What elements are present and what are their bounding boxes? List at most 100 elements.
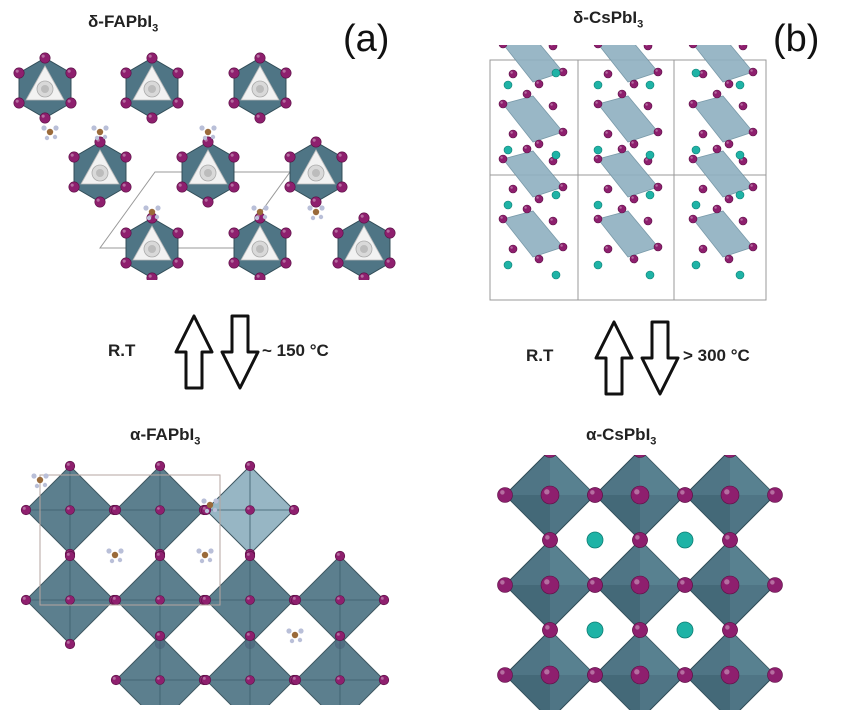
nitrogen-atom xyxy=(298,628,304,634)
hydrogen-atom xyxy=(52,134,58,140)
iodide-atom xyxy=(653,67,663,77)
cesium-atom xyxy=(676,621,694,639)
iodide-atom xyxy=(722,532,738,548)
lead-iodide-center xyxy=(155,595,165,605)
nitrogen-atom xyxy=(307,205,313,211)
iodide-atom xyxy=(110,504,122,516)
panel-b-tag: (b) xyxy=(773,18,820,60)
iodide-atom xyxy=(767,667,783,683)
cesium-atom xyxy=(503,80,513,90)
iodide-atom xyxy=(498,214,508,224)
hydrogen-atom xyxy=(204,508,210,514)
cesium-atom xyxy=(735,80,745,90)
cesium-atom xyxy=(551,190,561,200)
iodide-atom xyxy=(310,196,322,208)
iodide-atom xyxy=(254,272,266,280)
cesium-atom xyxy=(645,80,655,90)
lead-iodide-center xyxy=(335,675,345,685)
iodide-atom xyxy=(334,630,346,642)
iodide-atom xyxy=(120,67,132,79)
iodide-atom xyxy=(200,594,212,606)
iodide-atom xyxy=(724,455,736,458)
iodide-atom xyxy=(244,460,256,472)
iodide-atom xyxy=(748,182,758,192)
iodide-atom xyxy=(110,674,122,686)
hydrogen-atom xyxy=(318,214,324,220)
iodide-atom xyxy=(146,52,158,64)
iodide-atom xyxy=(632,622,648,638)
iodide-atom xyxy=(497,487,513,503)
iodide-atom xyxy=(698,244,708,254)
iodide-atom xyxy=(176,181,188,193)
iodide-atom xyxy=(724,254,734,264)
iodide-atom xyxy=(629,194,639,204)
iodide-atom xyxy=(120,151,132,163)
subscript-3: 3 xyxy=(650,435,657,448)
carbon-atom xyxy=(46,128,54,136)
cesium-atom xyxy=(503,145,513,155)
delta-cspbi3-title: δ-CsPbI3 xyxy=(573,8,644,31)
iodide-atom xyxy=(172,67,184,79)
carbon-atom xyxy=(312,208,320,216)
nitrogen-atom xyxy=(31,473,37,479)
nitrogen-atom xyxy=(201,498,207,504)
iodide-atom xyxy=(522,89,532,99)
carbon-atom xyxy=(256,208,264,216)
iodide-atom xyxy=(498,154,508,164)
iodide-atom xyxy=(748,67,758,77)
cesium-atom xyxy=(586,621,604,639)
iodide-atom xyxy=(498,45,508,49)
iodide-atom xyxy=(593,45,603,49)
iodide-atom xyxy=(634,455,646,458)
iodide-atom xyxy=(587,667,603,683)
iodide-atom xyxy=(228,151,240,163)
iodide-atom xyxy=(384,257,396,269)
cesium-atom xyxy=(645,190,655,200)
hydrogen-atom xyxy=(42,482,48,488)
iodide-atom xyxy=(358,212,370,224)
lead-iodide-center xyxy=(540,575,560,595)
cesium-atom xyxy=(586,531,604,549)
iodide-atom xyxy=(64,460,76,472)
iodide-atom xyxy=(280,257,292,269)
lead-iodide-center xyxy=(245,595,255,605)
cesium-atom xyxy=(593,260,603,270)
iodide-atom xyxy=(698,129,708,139)
iodide-atom xyxy=(358,272,370,280)
iodide-atom xyxy=(65,97,77,109)
lead-iodide-center xyxy=(540,485,560,505)
iodide-atom xyxy=(68,151,80,163)
iodide-atom xyxy=(629,254,639,264)
cs-reverse-condition: > 300 °C xyxy=(683,346,750,365)
delta-cspbi3-structure xyxy=(489,45,767,301)
iodide-atom xyxy=(497,667,513,683)
iodide-atom xyxy=(767,577,783,593)
iodide-atom xyxy=(544,455,556,458)
cesium-atom xyxy=(691,145,701,155)
iodide-atom xyxy=(712,144,722,154)
iodide-atom xyxy=(712,89,722,99)
carbon-atom xyxy=(206,501,214,509)
hydrogen-atom xyxy=(102,134,108,140)
hydrogen-atom xyxy=(202,135,208,141)
lead-iodide-center xyxy=(245,505,255,515)
iodide-atom xyxy=(632,532,648,548)
hydrogen-atom xyxy=(297,637,303,643)
lead-iodide-center xyxy=(720,575,740,595)
hydrogen-atom xyxy=(146,215,152,221)
iodide-atom xyxy=(68,181,80,193)
iodide-atom xyxy=(154,550,166,562)
iodide-atom xyxy=(748,127,758,137)
iodide-atom xyxy=(228,181,240,193)
iodide-atom xyxy=(508,129,518,139)
lead-iodide-center xyxy=(335,595,345,605)
iodide-atom xyxy=(617,144,627,154)
lead-iodide-center xyxy=(65,505,75,515)
iodide-atom xyxy=(120,227,132,239)
iodide-atom xyxy=(254,112,266,124)
iodide-atom xyxy=(284,181,296,193)
nitrogen-atom xyxy=(143,205,149,211)
nitrogen-atom xyxy=(263,205,269,211)
iodide-atom xyxy=(120,257,132,269)
iodide-atom xyxy=(288,504,300,516)
